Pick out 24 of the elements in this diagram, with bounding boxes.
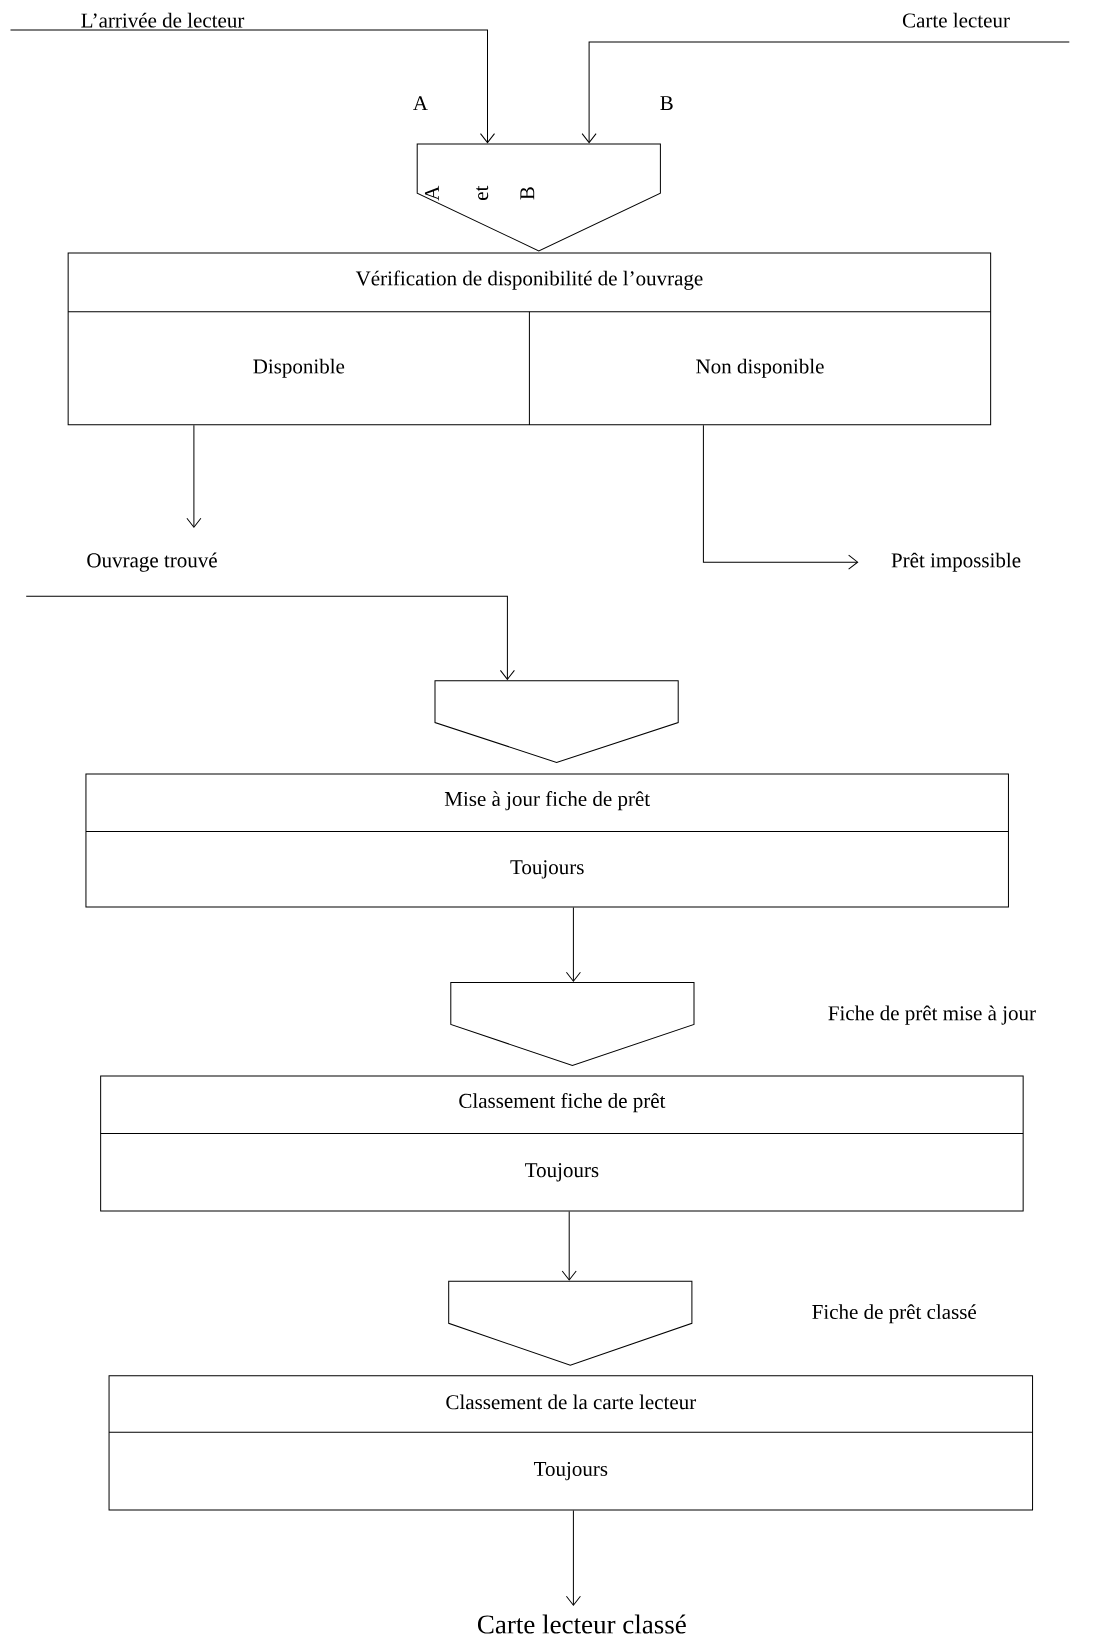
flow-text: Ouvrage trouvé <box>87 552 217 572</box>
edge-label: A <box>413 96 428 110</box>
arrow <box>702 424 859 570</box>
flow-text: L’arrivée de lecteur <box>81 12 245 28</box>
operation-box: Classement fiche de prêt Toujours <box>100 1075 1024 1212</box>
operation-box: Vérification de disponibilité de l’ouvrage Disponible Non disponible <box>67 252 992 426</box>
arrow <box>25 595 515 680</box>
synchronization-shape <box>448 1280 693 1366</box>
operation-box: Mise à jour fiche de prêt Toujours <box>85 773 1009 908</box>
operation-box: Classement de la carte lecteur Toujours <box>108 1375 1034 1511</box>
flow-text: Fiche de prêt mise à jour <box>828 1005 1036 1025</box>
flow-text: Fiche de prêt classé <box>812 1304 976 1324</box>
arrow <box>561 1211 577 1281</box>
synchronization-shape <box>450 982 695 1066</box>
arrow <box>565 1509 581 1606</box>
arrow <box>186 424 202 528</box>
flow-text: Carte lecteur classé <box>477 1614 686 1634</box>
arrow <box>565 907 581 982</box>
edge-label: B <box>660 96 673 110</box>
flow-text: Carte lecteur <box>902 12 1010 28</box>
flow-text: Prêt impossible <box>891 552 1021 572</box>
arrow <box>581 41 1070 144</box>
synchronization-shape <box>434 680 679 763</box>
arrow <box>10 29 495 144</box>
